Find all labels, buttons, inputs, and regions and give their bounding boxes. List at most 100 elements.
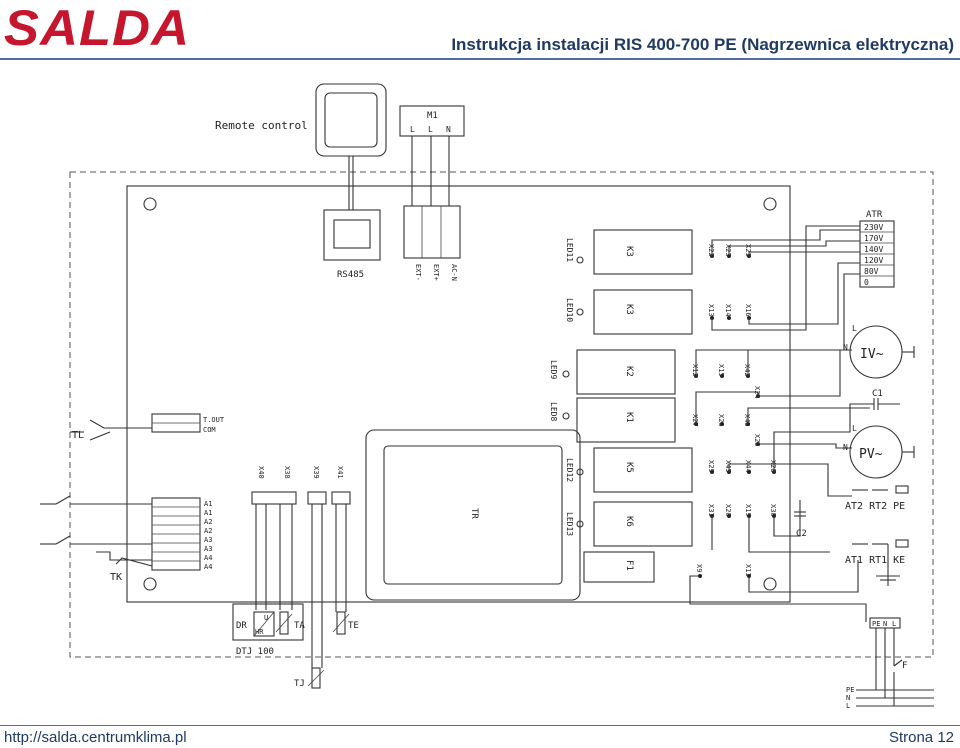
terminal-label: X41 bbox=[336, 466, 344, 479]
supply-lines bbox=[856, 628, 934, 707]
hr-sensor bbox=[253, 611, 275, 637]
ac-n-label: AC-N bbox=[450, 264, 458, 281]
m1-motor-block bbox=[399, 105, 465, 137]
right-wiring bbox=[689, 225, 872, 622]
tl-pin-label: COM bbox=[203, 426, 216, 434]
terminal-label: X20 bbox=[724, 504, 732, 517]
tl-sensor bbox=[70, 419, 152, 441]
ta-sensor bbox=[279, 611, 289, 635]
tj-label: TJ bbox=[294, 679, 305, 689]
led-label: LED9 bbox=[549, 360, 558, 379]
a-pin-label: A4 bbox=[204, 554, 212, 562]
tl-pin-label: T.OUT bbox=[203, 416, 225, 424]
mount-hole bbox=[763, 577, 777, 591]
te-sensor bbox=[336, 611, 346, 635]
a-pin-label: A2 bbox=[204, 527, 212, 535]
terminal-label: X38 bbox=[283, 466, 291, 479]
relay-label: K5 bbox=[624, 462, 634, 473]
led-label: LED12 bbox=[565, 458, 574, 482]
c1-label: C1 bbox=[872, 389, 883, 399]
dtj-label: DTJ 100 bbox=[236, 647, 274, 657]
transformer-label: TR bbox=[469, 508, 479, 519]
terminal-label: X14 bbox=[724, 304, 732, 317]
u-label: U bbox=[264, 614, 268, 622]
relay-blocks: K3 K3 K2 K1 K5 K6 F1 bbox=[576, 229, 693, 583]
mount-hole bbox=[143, 197, 157, 211]
a-pin-label: A3 bbox=[204, 536, 212, 544]
terminal-label: X40 bbox=[257, 466, 265, 479]
relay-k5 bbox=[593, 447, 693, 493]
a-pin-label: A1 bbox=[204, 509, 212, 517]
relay-k6 bbox=[593, 501, 693, 547]
led-label: LED13 bbox=[565, 512, 574, 536]
transformer-outer bbox=[365, 429, 581, 601]
thermostat-contacts bbox=[852, 485, 909, 586]
ext-terminal-block bbox=[403, 205, 461, 259]
a-pin-label: A1 bbox=[204, 500, 212, 508]
terminal-label: X13 bbox=[707, 304, 715, 317]
fuse-f-label: F bbox=[902, 661, 907, 671]
ext-minus-label: EXT- bbox=[414, 264, 422, 281]
pe-label: PE bbox=[872, 620, 880, 628]
n-label: N bbox=[843, 443, 848, 452]
terminal-label: X29 bbox=[707, 460, 715, 473]
bottom-wires bbox=[255, 504, 347, 668]
a-switches bbox=[40, 495, 153, 567]
terminal-label: X27 bbox=[691, 414, 699, 427]
c2-label: C2 bbox=[796, 529, 807, 539]
atr-tap: 230V bbox=[864, 223, 883, 232]
dr-label: DR bbox=[236, 621, 247, 631]
supply-l-label: L bbox=[846, 702, 850, 710]
tk-label: TK bbox=[110, 572, 122, 583]
terminal-label: X25 bbox=[753, 434, 761, 447]
terminal-label: X39 bbox=[312, 466, 320, 479]
terminal-label: X31 bbox=[707, 504, 715, 517]
terminal-label: X45 bbox=[724, 460, 732, 473]
atr-label: ATR bbox=[866, 210, 883, 220]
fan-pv-label: PV~ bbox=[859, 447, 883, 462]
terminal-label: X43 bbox=[743, 414, 751, 427]
supply-n-label: N bbox=[846, 694, 850, 702]
a-pin-label: A3 bbox=[204, 545, 212, 553]
rs485-jack bbox=[323, 209, 381, 261]
led-label: LED8 bbox=[549, 402, 558, 421]
connector-x40-x38 bbox=[251, 491, 297, 505]
mount-hole bbox=[143, 577, 157, 591]
relay-label: K3 bbox=[624, 246, 634, 257]
atr-tap: 120V bbox=[864, 256, 883, 265]
remote-control-label: Remote control bbox=[215, 119, 308, 132]
relay-k3 bbox=[593, 289, 693, 335]
atr-tap: 80V bbox=[864, 267, 879, 276]
terminal-label: X15 bbox=[717, 364, 725, 377]
footer-url[interactable]: http://salda.centrumklima.pl bbox=[4, 729, 187, 746]
footer-divider bbox=[0, 725, 960, 726]
dtj-sensor-box bbox=[232, 603, 304, 641]
l-label: L bbox=[892, 620, 896, 628]
at1-rt1-ke-label: AT1 RT1 KE bbox=[845, 555, 905, 566]
connector-x39 bbox=[307, 491, 327, 505]
led-labels: LED11 LED10 LED9 LED8 LED12 LED13 bbox=[549, 238, 574, 536]
a-pin-label: A4 bbox=[204, 563, 212, 571]
page-title: Instrukcja instalacji RIS 400-700 PE (Na… bbox=[451, 35, 954, 54]
terminal-label: X12 bbox=[691, 364, 699, 377]
m1-pin: L bbox=[410, 125, 415, 134]
rs485-label: RS485 bbox=[337, 270, 364, 280]
enclosure-outline bbox=[69, 171, 934, 658]
pcb-board bbox=[126, 185, 791, 603]
terminal-label: X26 bbox=[717, 414, 725, 427]
terminal-label: X9 bbox=[695, 564, 703, 572]
relay-label: K3 bbox=[624, 304, 634, 315]
tl-label: TL bbox=[72, 430, 84, 441]
remote-control-box bbox=[315, 83, 387, 157]
terminal-label: X19 bbox=[744, 504, 752, 517]
n-label: N bbox=[843, 343, 848, 352]
terminal-label: X28 bbox=[769, 460, 777, 473]
a-pin-label: A2 bbox=[204, 518, 212, 526]
l-label: L bbox=[852, 424, 857, 433]
page-number: Strona 12 bbox=[888, 729, 954, 746]
supply-pe-label: PE bbox=[846, 686, 854, 694]
relay-k2 bbox=[576, 349, 676, 395]
salda-logo: SALDA bbox=[4, 0, 191, 56]
terminal-label: X30 bbox=[769, 504, 777, 517]
terminal-label: X23 bbox=[724, 244, 732, 257]
